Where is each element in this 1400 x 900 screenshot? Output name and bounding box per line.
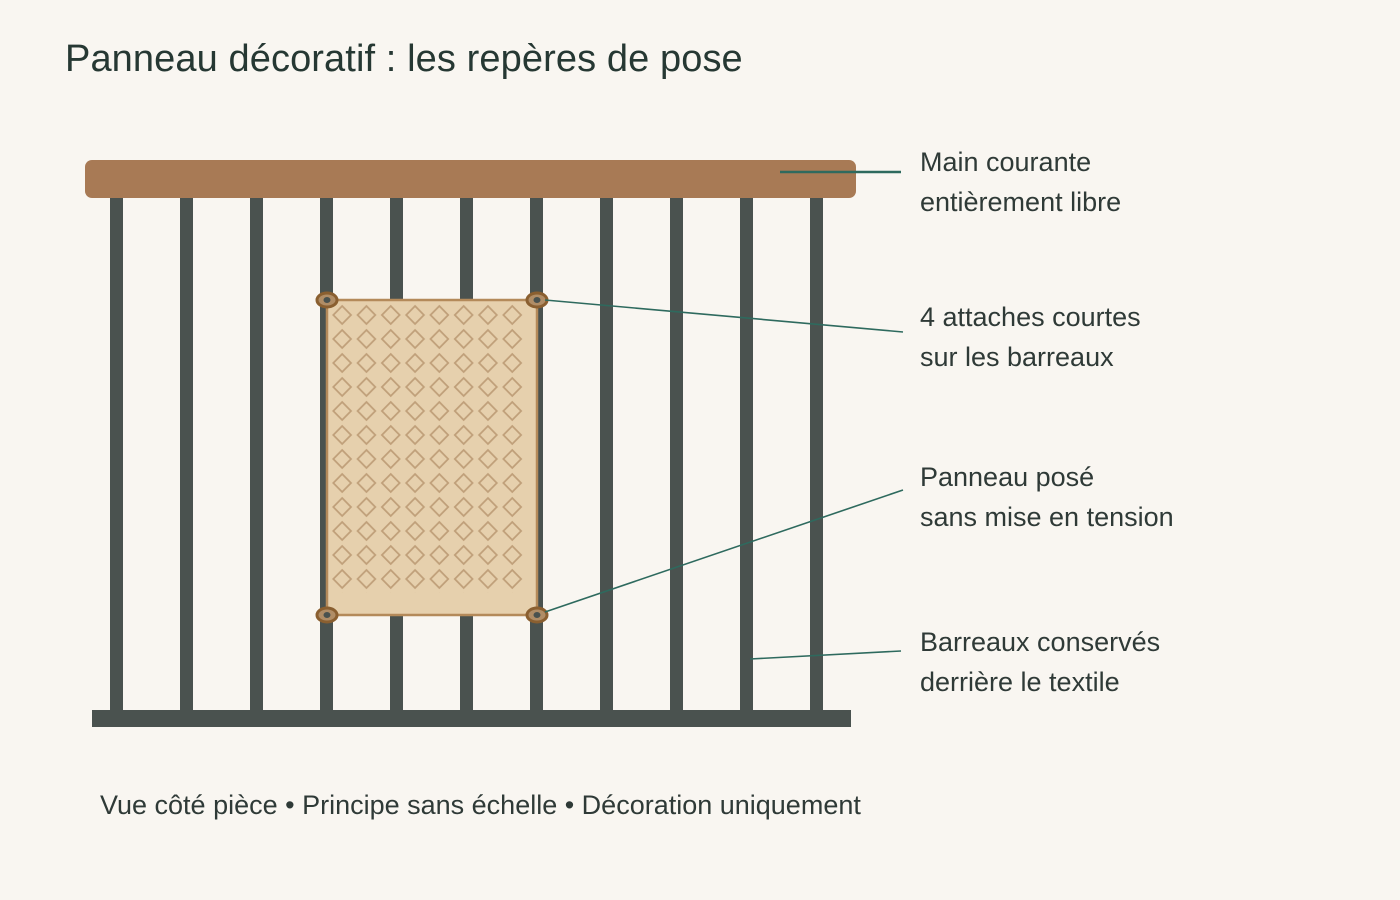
callout-bars: Barreaux conservés derrière le textile <box>920 622 1160 702</box>
baluster <box>740 195 753 715</box>
tie-top-left <box>315 291 339 309</box>
leader-line-bars <box>749 650 902 660</box>
callout-bars-line2: derrière le textile <box>920 667 1120 697</box>
callout-ties-line1: 4 attaches courtes <box>920 302 1141 332</box>
callout-handrail: Main courante entièrement libre <box>920 142 1121 222</box>
callout-panel-line2: sans mise en tension <box>920 502 1174 532</box>
tie-top-right <box>525 291 549 309</box>
page-title: Panneau décoratif : les repères de pose <box>65 38 743 80</box>
baluster <box>670 195 683 715</box>
callout-panel: Panneau posé sans mise en tension <box>920 457 1174 537</box>
handrail <box>85 160 856 198</box>
baluster <box>110 195 123 715</box>
callout-bars-line1: Barreaux conservés <box>920 627 1161 657</box>
baluster <box>250 195 263 715</box>
callout-ties-line2: sur les barreaux <box>920 342 1114 372</box>
callout-panel-line1: Panneau posé <box>920 462 1095 492</box>
leader-line-ties <box>544 299 904 333</box>
callout-handrail-line2: entièrement libre <box>920 187 1122 217</box>
baluster <box>600 195 613 715</box>
baluster <box>810 195 823 715</box>
baluster <box>180 195 193 715</box>
bottom-rail <box>92 710 851 727</box>
tie-bottom-left <box>315 606 339 624</box>
callout-ties: 4 attaches courtes sur les barreaux <box>920 297 1141 377</box>
decorative-panel <box>325 298 539 617</box>
panel-diamond-pattern <box>330 303 526 593</box>
tie-bottom-right <box>525 606 549 624</box>
leader-line-panel <box>544 489 904 613</box>
footer-note: Vue côté pièce • Principe sans échelle •… <box>100 790 861 820</box>
ties <box>315 291 549 624</box>
callout-handrail-line1: Main courante <box>920 147 1092 177</box>
leader-lines <box>544 170 904 660</box>
